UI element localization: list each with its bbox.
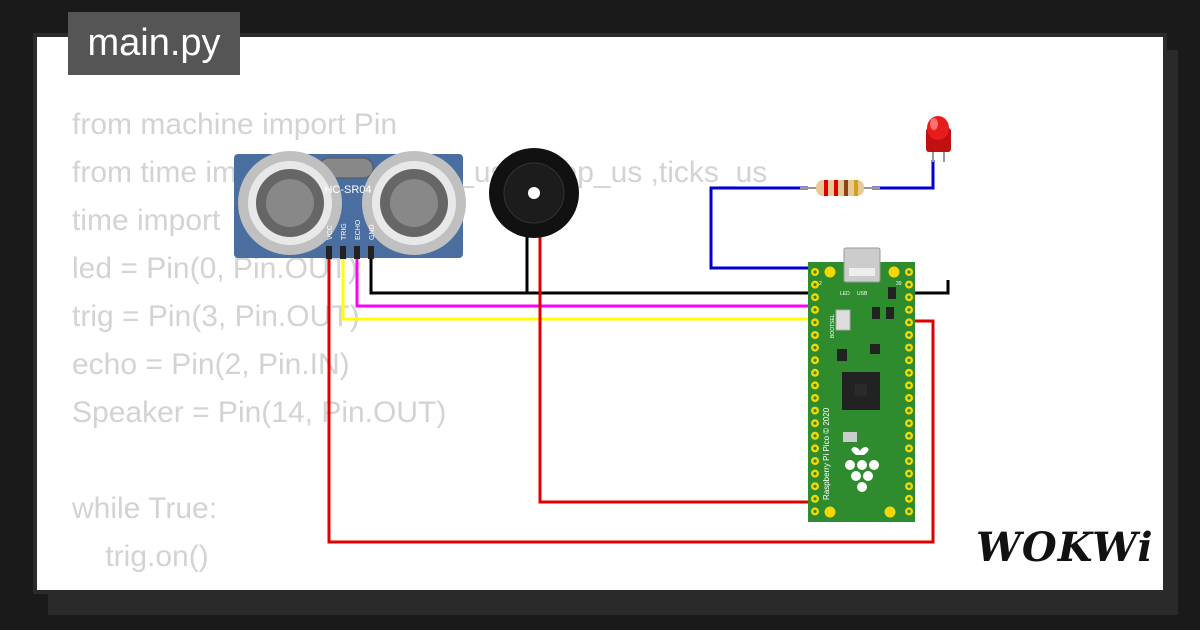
pico-pin-hole	[907, 333, 911, 337]
pico-pin-hole	[813, 346, 817, 350]
pico-pin-hole	[907, 497, 911, 501]
pico-pins-right	[905, 268, 913, 516]
pico-pin-hole	[907, 358, 911, 362]
pin-label-gnd: GND	[369, 224, 376, 240]
bootsel-button[interactable]	[835, 309, 851, 331]
led[interactable]	[926, 116, 951, 162]
wire-buzzer-red[interactable]	[538, 230, 822, 504]
pico-pin-hole	[813, 472, 817, 476]
pico-board-label: Raspberry Pi Pico © 2020	[822, 407, 831, 500]
pico-pin-hole	[907, 383, 911, 387]
wire-resistor-blue[interactable]	[872, 160, 935, 190]
pico-pin-hole	[907, 446, 911, 450]
pico-pin-hole	[907, 509, 911, 513]
pico-pin-hole	[813, 333, 817, 337]
pico-pin-hole	[813, 320, 817, 324]
pico-pin-hole	[907, 434, 911, 438]
pico-pin-hole	[813, 484, 817, 488]
file-tab[interactable]: main.py	[68, 12, 240, 75]
code-line: trig.on()	[72, 540, 209, 573]
pico-pin-hole	[813, 308, 817, 312]
pico-pin-hole	[907, 421, 911, 425]
pico-pin-hole	[813, 371, 817, 375]
pico-pin-hole	[813, 446, 817, 450]
wire-gnd-black[interactable]	[369, 258, 950, 295]
usb-port	[843, 247, 881, 283]
wire-led-blue[interactable]	[709, 186, 822, 270]
pico-pin-hole	[907, 320, 911, 324]
pico-pin-hole	[907, 459, 911, 463]
raspberry-logo-icon	[845, 447, 879, 492]
pico-pin-hole	[907, 270, 911, 274]
pico-led-label: LED	[840, 291, 850, 297]
pico-usb-label: USB	[857, 291, 868, 297]
pico-pin-hole	[907, 371, 911, 375]
pico-pins-left	[811, 268, 819, 516]
wire-trig-yellow[interactable]	[341, 258, 822, 321]
ultrasonic-sensor[interactable]: HC-SR04 VCC TRIG ECHO GND	[234, 151, 466, 259]
pin-label-vcc: VCC	[327, 225, 334, 240]
code-line: Speaker = Pin(14, Pin.OUT)	[72, 396, 447, 429]
code-line: trig = Pin(3, Pin.OUT)	[72, 300, 360, 333]
wires	[327, 160, 950, 544]
pico-pin-hole	[813, 270, 817, 274]
wokwi-logo: WOKWi	[976, 524, 1154, 571]
code-line: from machine import Pin	[72, 108, 398, 141]
code-line: echo = Pin(2, Pin.IN)	[72, 348, 350, 381]
pico-pin-hole	[813, 434, 817, 438]
pico-pin-hole	[907, 308, 911, 312]
pico-pin-hole	[813, 497, 817, 501]
pico-pin-39-label: 39	[896, 281, 902, 287]
pico-pin-2-label: 2	[819, 281, 822, 287]
pico-pin-hole	[907, 295, 911, 299]
pico-pin-hole	[813, 509, 817, 513]
pico-pin-hole	[813, 283, 817, 287]
pico-pin-hole	[907, 472, 911, 476]
code-line: time.sleep_us(10)	[72, 581, 767, 590]
pico-pin-hole	[907, 283, 911, 287]
pico-pin-hole	[813, 396, 817, 400]
wire-vcc-red[interactable]	[327, 258, 935, 544]
pico-pin-hole	[907, 484, 911, 488]
pico-pin-hole	[813, 383, 817, 387]
buzzer[interactable]	[489, 148, 579, 238]
pico-pin-hole	[813, 421, 817, 425]
transducer-right	[362, 151, 466, 255]
pico-pin-hole	[907, 346, 911, 350]
transducer-left	[238, 151, 342, 255]
pico-pin-hole	[813, 409, 817, 413]
pico-pin-hole	[813, 358, 817, 362]
pin-label-trig: TRIG	[341, 223, 348, 240]
pico-pin-hole	[907, 409, 911, 413]
raspberry-pi-pico[interactable]: Raspberry Pi Pico © 2020 LED USB BOOTSEL…	[808, 247, 915, 522]
pico-pin-hole	[813, 295, 817, 299]
wire-echo-magenta[interactable]	[355, 258, 822, 308]
pico-bootsel-label: BOOTSEL	[830, 314, 836, 338]
pico-pin-hole	[907, 396, 911, 400]
code-line: time import	[72, 204, 221, 237]
resistor[interactable]	[800, 180, 880, 196]
pico-pin-hole	[813, 459, 817, 463]
code-line: while True:	[72, 492, 218, 525]
sensor-model-label: HC-SR04	[324, 184, 371, 196]
pin-label-echo: ECHO	[355, 219, 362, 240]
